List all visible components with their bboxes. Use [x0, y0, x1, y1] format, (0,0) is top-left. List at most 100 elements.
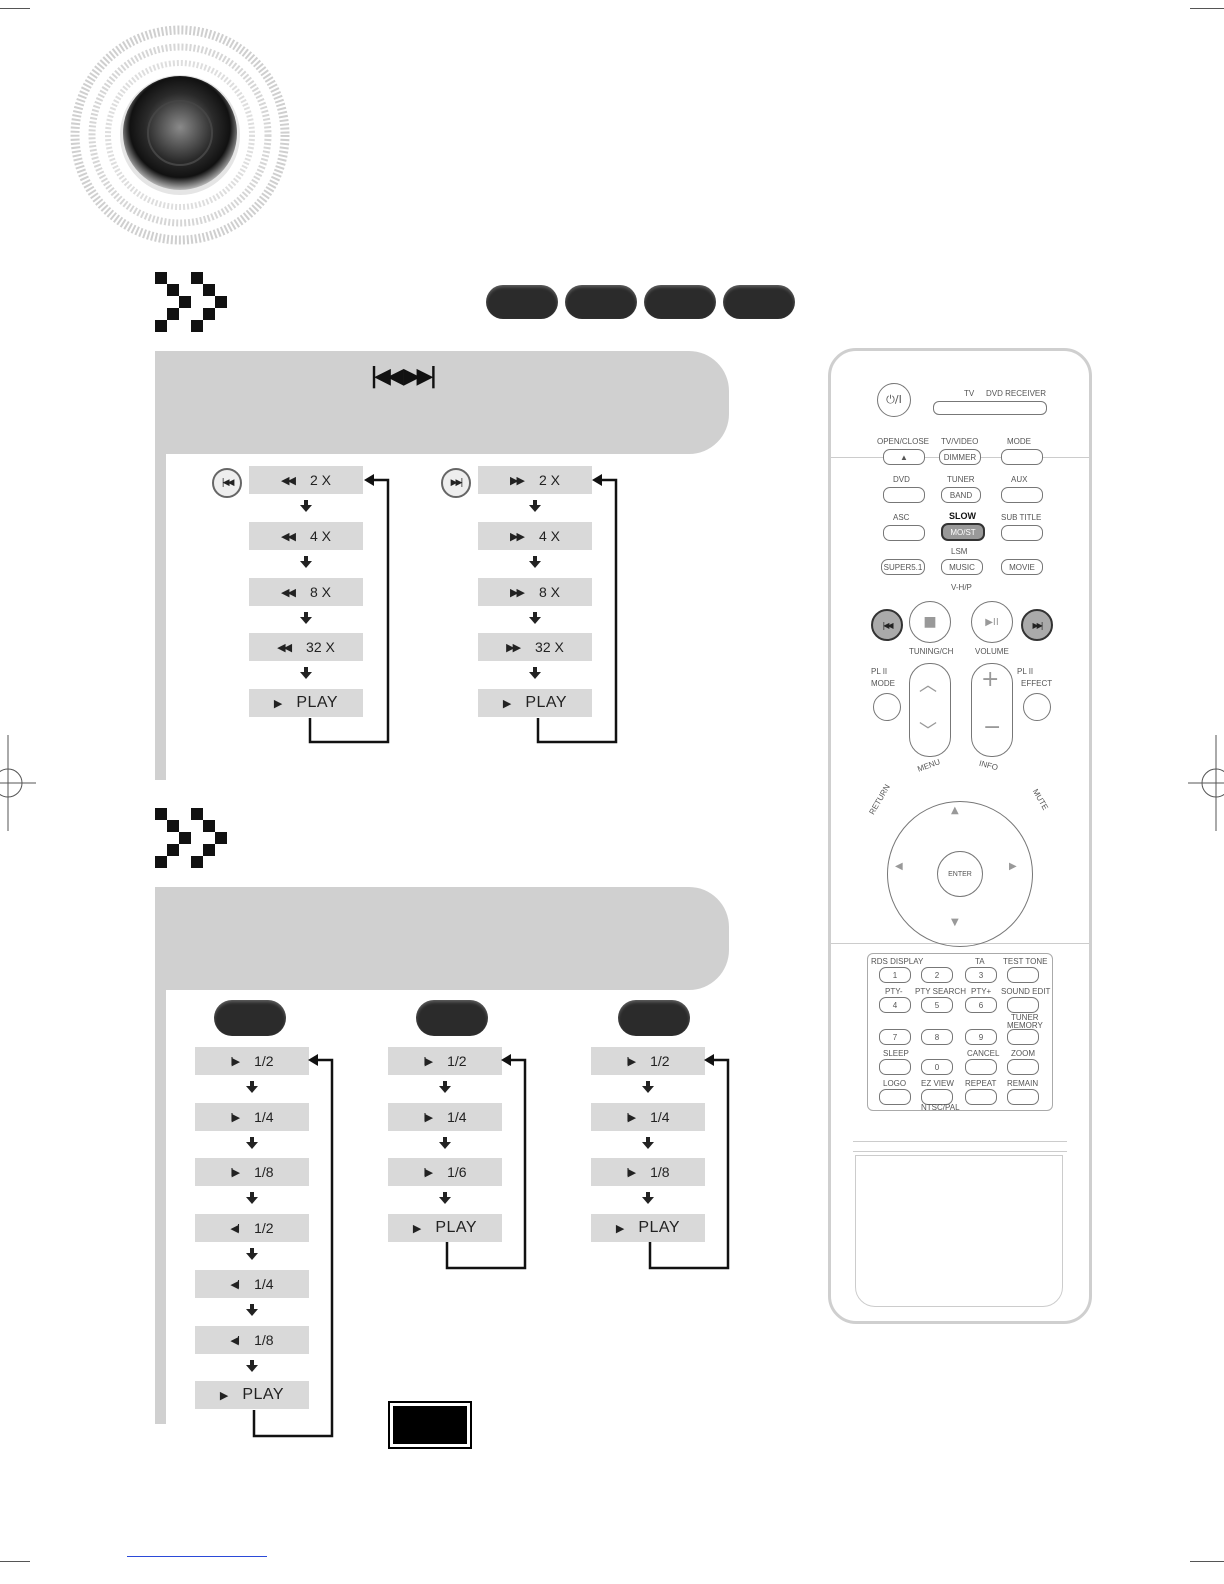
loop-arrows	[308, 474, 618, 744]
tv-video-label: TV/VIDEO	[941, 437, 979, 446]
play-step: ▶PLAY	[388, 1214, 502, 1242]
nav-up-icon[interactable]: ▲	[951, 805, 959, 816]
zoom-button[interactable]	[1007, 1059, 1039, 1075]
speaker-binary-graphic	[70, 25, 290, 245]
stop-button[interactable]: ■	[909, 601, 951, 643]
slow-step: I▶1/8	[591, 1158, 705, 1186]
volume-rocker[interactable]	[971, 663, 1013, 757]
key-6[interactable]: 6	[965, 997, 997, 1013]
disc-type-badge	[214, 1000, 286, 1036]
minus-icon: −	[983, 715, 1002, 740]
repeat-button[interactable]	[965, 1089, 997, 1105]
pl2-effect-button[interactable]	[1023, 693, 1051, 721]
pl2-mode-button[interactable]	[873, 693, 901, 721]
chevron-up-icon: ︿	[919, 675, 937, 696]
down-arrow-icon	[439, 1137, 451, 1149]
music-button[interactable]: MUSIC	[941, 559, 983, 575]
power-button[interactable]: ⏻/I	[877, 383, 911, 417]
super51-button[interactable]: SUPER5.1	[881, 559, 925, 575]
down-arrow-icon	[300, 612, 312, 624]
cancel-button[interactable]	[965, 1059, 997, 1075]
sound-edit-button[interactable]	[1007, 997, 1039, 1013]
skip-panel-header	[155, 351, 729, 454]
tv-label: TV	[964, 389, 975, 398]
nav-right-icon[interactable]: ▶	[1009, 861, 1017, 872]
crop-mark	[1190, 1561, 1224, 1562]
down-arrow-icon	[642, 1137, 654, 1149]
tuner-memory-label: TUNER	[1011, 1013, 1039, 1022]
slow-panel-header	[155, 887, 729, 990]
cancel-label: CANCEL	[967, 1049, 1000, 1058]
play-step: ▶PLAY	[249, 689, 363, 717]
skip-back-button[interactable]: |◀◀	[871, 609, 903, 641]
down-arrow-icon	[246, 1081, 258, 1093]
mode-selector[interactable]	[933, 401, 1047, 415]
tuner-memory-label-2: MEMORY	[1007, 1021, 1043, 1030]
nav-down-icon[interactable]: ▼	[951, 917, 959, 928]
sleep-label: SLEEP	[883, 1049, 909, 1058]
slow-step: I▶1/6	[388, 1158, 502, 1186]
enter-button[interactable]: ENTER	[937, 851, 983, 897]
test-tone-label: TEST TONE	[1003, 957, 1048, 966]
note-badge	[388, 1401, 472, 1449]
return-label: RETURN	[867, 782, 892, 817]
open-close-button[interactable]: ▲	[883, 449, 925, 465]
key-9[interactable]: 9	[965, 1029, 997, 1045]
skip-forward-button[interactable]: ▶▶|	[1021, 609, 1053, 641]
down-arrow-icon	[300, 500, 312, 512]
tuner-memory-button[interactable]	[1007, 1029, 1039, 1045]
remain-button[interactable]	[1007, 1089, 1039, 1105]
ez-view-button[interactable]	[921, 1089, 953, 1105]
logo-button[interactable]	[879, 1089, 911, 1105]
down-arrow-icon	[300, 667, 312, 679]
dimmer-button[interactable]: DIMMER	[939, 449, 981, 465]
key-4[interactable]: 4	[879, 997, 911, 1013]
key-0[interactable]: 0	[921, 1059, 953, 1075]
ta-label: TA	[975, 957, 985, 966]
forward-step: ▶▶8 X	[478, 578, 592, 606]
down-arrow-icon	[642, 1081, 654, 1093]
band-button[interactable]: BAND	[941, 487, 981, 503]
key-2[interactable]: 2	[921, 967, 953, 983]
lsm-label: LSM	[951, 547, 968, 556]
numpad-area	[867, 953, 1053, 1111]
down-arrow-icon	[246, 1192, 258, 1204]
crop-mark	[0, 1561, 30, 1562]
aux-button[interactable]	[1001, 487, 1043, 503]
tuner-label: TUNER	[947, 475, 975, 484]
slow-panel-rail	[155, 990, 166, 1424]
mode-label: MODE	[1007, 437, 1031, 446]
nav-left-icon[interactable]: ◀	[895, 861, 903, 872]
slow-step: I▶1/8	[195, 1158, 309, 1186]
movie-button[interactable]: MOVIE	[1001, 559, 1043, 575]
asc-button[interactable]	[883, 525, 925, 541]
mode-button[interactable]	[1001, 449, 1043, 465]
sleep-button[interactable]	[879, 1059, 911, 1075]
subtitle-button[interactable]	[1001, 525, 1043, 541]
pl2-effect-label-2: EFFECT	[1021, 679, 1053, 688]
chevron-down-icon: ﹀	[919, 721, 937, 742]
pl2-mode-label-2: MODE	[871, 679, 895, 688]
test-tone-button[interactable]	[1007, 967, 1039, 983]
crop-mark	[0, 8, 30, 9]
dvd-button[interactable]	[883, 487, 925, 503]
slow-step: I▶1/2	[591, 1047, 705, 1075]
down-arrow-icon	[246, 1360, 258, 1372]
rds-display-label: RDS DISPLAY	[871, 957, 924, 966]
mo-st-slow-button[interactable]: MO/ST	[941, 523, 985, 541]
key-8[interactable]: 8	[921, 1029, 953, 1045]
key-1[interactable]: 1	[879, 967, 911, 983]
nav-pad[interactable]	[887, 801, 1033, 947]
repeat-label: REPEAT	[965, 1079, 997, 1088]
tuning-rocker[interactable]	[909, 663, 951, 757]
down-arrow-icon	[246, 1248, 258, 1260]
play-step: ▶PLAY	[591, 1214, 705, 1242]
play-pause-button[interactable]: ▶II	[971, 601, 1013, 643]
asc-label: ASC	[893, 513, 910, 522]
slow-step: I▶1/4	[195, 1103, 309, 1131]
key-5[interactable]: 5	[921, 997, 953, 1013]
key-7[interactable]: 7	[879, 1029, 911, 1045]
key-3[interactable]: 3	[965, 967, 997, 983]
logo-label: LOGO	[883, 1079, 907, 1088]
rewind-step: ◀◀2 X	[249, 466, 363, 494]
